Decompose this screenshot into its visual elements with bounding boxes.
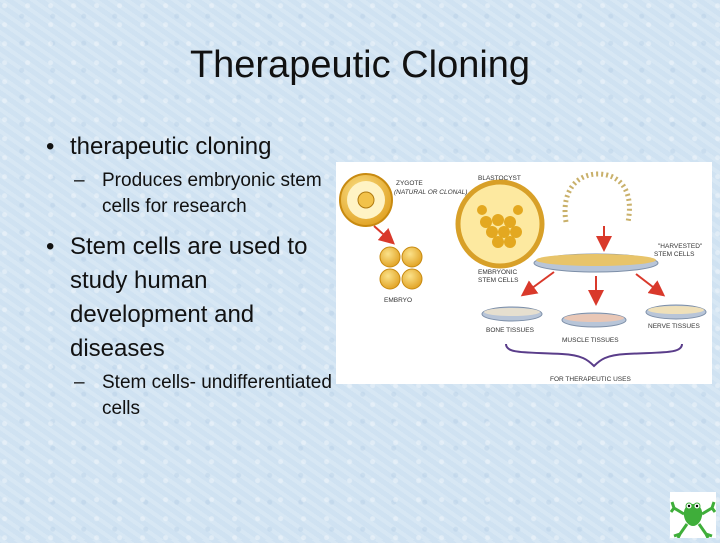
label-harvested-2: STEM CELLS xyxy=(654,251,695,258)
label-embryonic-2: STEM CELLS xyxy=(478,277,519,284)
sub-bullet-embryonic: –Produces embryonic stem cells for resea… xyxy=(74,170,322,217)
label-harvested-1: "HARVESTED" xyxy=(658,243,703,250)
label-nerve: NERVE TISSUES xyxy=(648,323,700,330)
sub-bullet-text: Stem cells- undifferentiated cells xyxy=(102,372,332,419)
label-blastocyst: BLASTOCYST xyxy=(478,175,521,182)
bullet-list: therapeutic cloning –Produces embryonic … xyxy=(46,130,336,422)
therapeutic-bracket xyxy=(505,343,683,368)
label-bone: BONE TISSUES xyxy=(486,327,535,334)
zygote-cell-icon xyxy=(339,173,393,227)
bullet-therapeutic-cloning: therapeutic cloning xyxy=(46,130,336,164)
arrow-to-bone-icon xyxy=(520,271,555,297)
label-embryo: EMBRYO xyxy=(384,297,412,304)
embryo-icon xyxy=(379,246,423,290)
harvested-cells-chain xyxy=(562,171,632,223)
frog-logo-icon xyxy=(669,492,717,539)
label-zygote: ZYGOTE xyxy=(396,180,423,187)
label-zygote-note: (NATURAL OR CLONAL) xyxy=(394,189,467,196)
blastocyst-icon xyxy=(455,179,545,269)
slide-title: Therapeutic Cloning xyxy=(189,44,531,86)
petri-dish-muscle-icon xyxy=(561,312,627,328)
petri-dish-bone-icon xyxy=(481,306,543,322)
petri-dish-nerve-icon xyxy=(645,304,707,320)
sub-bullet-text: Produces embryonic stem cells for resear… xyxy=(102,170,322,217)
label-muscle: MUSCLE TISSUES xyxy=(562,337,619,344)
petri-dish-harvested-icon xyxy=(533,253,659,273)
arrow-to-embryo-icon xyxy=(373,225,395,245)
label-therapeutic-uses: FOR THERAPEUTIC USES xyxy=(550,376,631,383)
arrow-to-nerve-icon xyxy=(635,273,666,297)
sub-bullet-undifferentiated: –Stem cells- undifferentiated cells xyxy=(74,372,332,419)
label-embryonic-1: EMBRYONIC xyxy=(478,269,518,276)
bullet-stem-cells-used: Stem cells are used to study human devel… xyxy=(46,230,336,366)
cloning-diagram: ZYGOTE (NATURAL OR CLONAL) BLASTOCYST "H… xyxy=(336,162,712,384)
